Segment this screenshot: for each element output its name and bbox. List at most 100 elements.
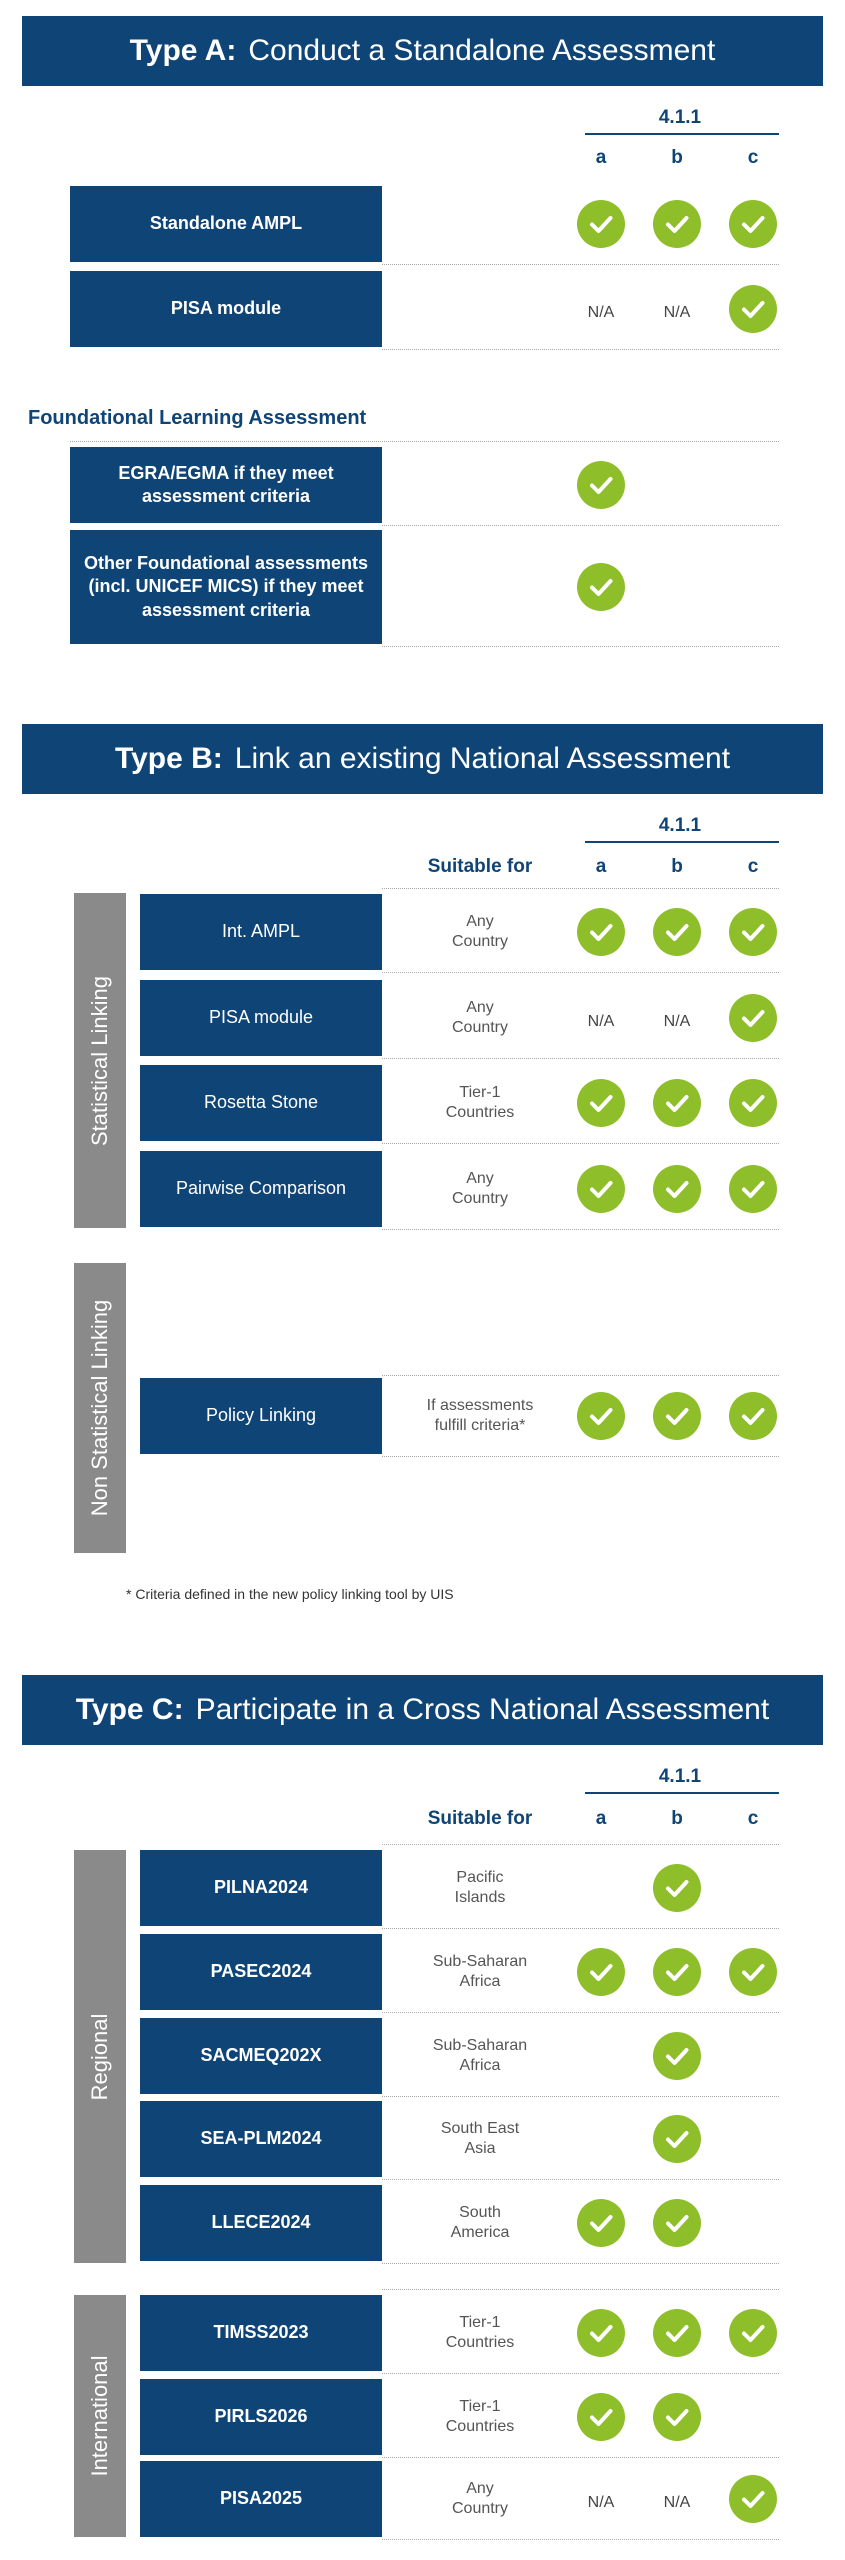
banner-title: Conduct a Standalone Assessment (248, 34, 716, 67)
check-circle-icon (577, 2393, 625, 2441)
type_a-col-b: b (671, 147, 683, 168)
foundational-title: Foundational Learning Assessment (28, 407, 367, 429)
check-circle-icon (653, 1392, 701, 1440)
statistical-option-2: Rosetta Stone (140, 1065, 382, 1141)
check-circle-icon (653, 2115, 701, 2163)
row-separator (382, 2263, 779, 2264)
statistical-option-0: Int. AMPL (140, 894, 382, 970)
check-circle-icon (653, 2032, 701, 2080)
type_b-col-b: b (671, 856, 683, 877)
row-separator (382, 1058, 779, 1059)
suitable-for-value: Any Country (451, 1170, 509, 1207)
suitable-for-value: Any Country (451, 2480, 509, 2517)
row-separator (382, 2457, 779, 2458)
cell-c (715, 1378, 791, 1454)
row-separator (382, 1456, 779, 1457)
cell-a (563, 1065, 639, 1141)
type_b-col-c: c (747, 856, 759, 877)
suitable-for-value: Any Country (451, 999, 509, 1036)
cell-b (639, 1151, 715, 1227)
na-label: N/A (587, 2494, 615, 2511)
check-circle-icon (729, 2475, 777, 2523)
international-bar-label: International (87, 2355, 112, 2477)
assessment-name: SACMEQ (200, 2045, 280, 2066)
cell-b: N/A (639, 980, 715, 1056)
assessment-year: 2024 (270, 2212, 311, 2233)
assessment-year: 202X (279, 2045, 322, 2066)
suitable-for-value: Sub-Saharan Africa (432, 1953, 528, 1990)
cell-b: N/A (639, 2461, 715, 2537)
type_a-indicator-line (585, 133, 779, 135)
check-circle-icon (729, 285, 777, 333)
assessment-year: 2026 (267, 2406, 308, 2427)
foundational-option-0: EGRA/EGMA if they meet assessment criter… (70, 447, 382, 523)
type_a-banner: Type A:Conduct a Standalone Assessment (22, 16, 823, 86)
check-circle-icon (729, 1079, 777, 1127)
cell-a (563, 2295, 639, 2371)
type_c-col-c: c (747, 1808, 759, 1829)
check-circle-icon (577, 908, 625, 956)
check-circle-icon (577, 1079, 625, 1127)
check-circle-icon (653, 1948, 701, 1996)
cell-a (563, 447, 639, 523)
type_b-suitable-header: Suitable for (427, 856, 533, 877)
cell-c (715, 1934, 791, 2010)
cell-b (639, 1850, 715, 1926)
assessment-name: PISA (219, 2488, 262, 2509)
type_b-col-a: a (595, 856, 607, 877)
check-circle-icon (653, 2199, 701, 2247)
check-circle-icon (577, 200, 625, 248)
row-separator (382, 1844, 779, 1845)
cell-a: N/A (563, 2461, 639, 2537)
row-separator (70, 441, 779, 442)
row-separator (382, 264, 779, 265)
assessment-year: 2023 (268, 2322, 309, 2343)
banner-type-label: Type C: (75, 1693, 184, 1726)
suitable-for-value: If assessments fulfill criteria* (426, 1397, 534, 1434)
assessment-year: 2025 (261, 2488, 303, 2509)
cell-a (563, 2379, 639, 2455)
row-separator (382, 2373, 779, 2374)
cell-b (639, 2101, 715, 2177)
cell-b (639, 2185, 715, 2261)
cell-c (715, 186, 791, 262)
row-separator (382, 525, 779, 526)
suitable-for-value: South East Asia (440, 2120, 520, 2157)
cell-a (563, 186, 639, 262)
policy-linking-option: Policy Linking (140, 1378, 382, 1454)
row-separator (382, 646, 779, 647)
check-circle-icon (577, 461, 625, 509)
assessment-name: LLECE (211, 2212, 271, 2233)
cell-b (639, 2295, 715, 2371)
type_a-col-c: c (747, 147, 759, 168)
check-circle-icon (577, 1948, 625, 1996)
type_c-col-b: b (671, 1808, 683, 1829)
check-circle-icon (653, 1165, 701, 1213)
check-circle-icon (729, 994, 777, 1042)
cell-b (639, 186, 715, 262)
statistical-linking-bar-label: Statistical Linking (87, 975, 112, 1146)
na-label: N/A (587, 304, 615, 321)
cell-a (563, 894, 639, 970)
type_b-indicator-header: 4.1.1 (658, 815, 702, 836)
assessment-name: TIMSS (213, 2322, 269, 2343)
type_c-col-a: a (595, 1808, 607, 1829)
suitable-for-value: Tier-1 Countries (445, 2398, 515, 2435)
check-circle-icon (729, 200, 777, 248)
assessment-name: PILNA (213, 1877, 268, 1898)
check-circle-icon (729, 1948, 777, 1996)
cell-c (715, 980, 791, 1056)
check-circle-icon (577, 563, 625, 611)
row-separator (382, 349, 779, 350)
assessment-name: SEA-PLM (200, 2128, 282, 2149)
na-label: N/A (663, 1013, 691, 1030)
cell-a (563, 1378, 639, 1454)
regional-bar-label: Regional (87, 2013, 112, 2100)
check-circle-icon (729, 1392, 777, 1440)
cell-a: N/A (563, 271, 639, 347)
type-a-option-0: Standalone AMPL (70, 186, 382, 262)
